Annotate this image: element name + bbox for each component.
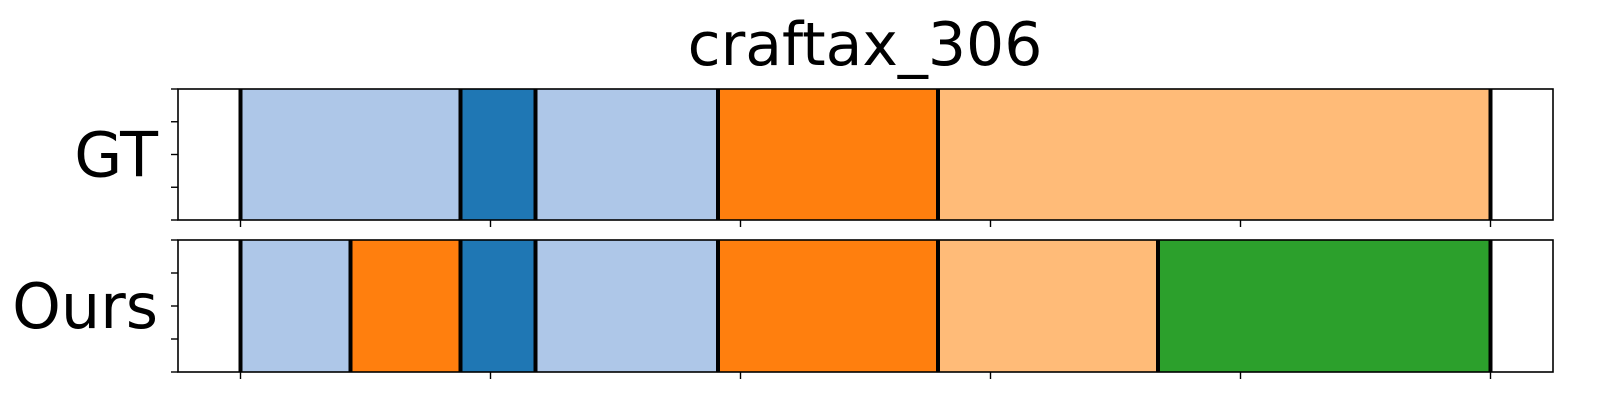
row-label-gt: GT [74,119,159,192]
segment-gt-4 [938,89,1491,220]
segment-gt-3 [718,89,938,220]
segment-ours-2 [460,240,536,372]
segment-gt-2 [535,89,718,220]
segment-gt-0 [240,89,461,220]
panel-ours: Ours [12,239,1554,379]
segment-ours-5 [938,240,1158,372]
segment-ours-3 [535,240,718,372]
row-label-ours: Ours [12,270,158,343]
segment-ours-0 [240,240,351,372]
panel-gt: GT [74,88,1554,227]
segment-gt-1 [460,89,536,220]
chart-title: craftax_306 [688,10,1043,80]
segment-ours-1 [350,240,461,372]
segment-ours-6 [1158,240,1491,372]
segment-ours-4 [718,240,938,372]
